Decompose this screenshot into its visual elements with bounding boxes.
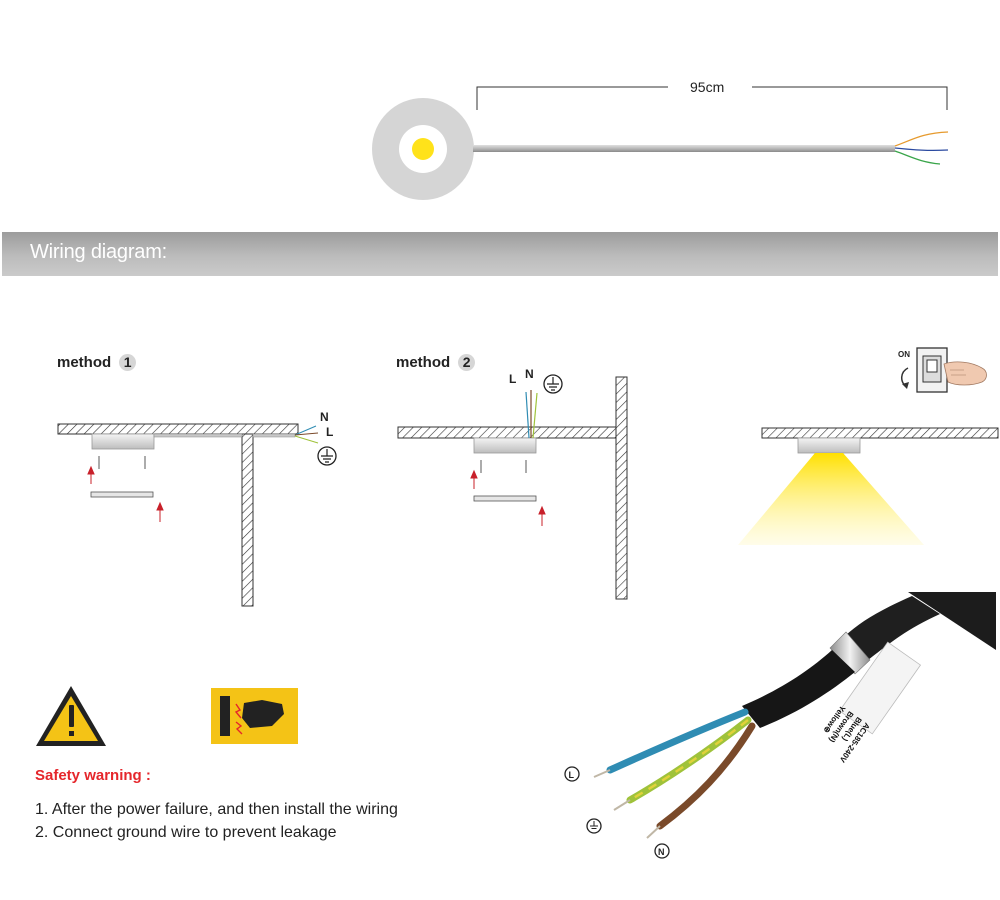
surface-lamp-body: [91, 433, 155, 450]
safety-warning-title: Safety warning :: [35, 767, 151, 784]
safety-instruction-2: 2. Connect ground wire to prevent leakag…: [35, 824, 337, 841]
recessed-lamp-body: [473, 437, 537, 454]
warning-triangle-icon: [36, 686, 106, 746]
section-title: Wiring diagram:: [30, 241, 168, 263]
up-arrow-icon: [538, 505, 546, 526]
method-2-text: method: [396, 354, 451, 371]
method-2-number: 2: [458, 354, 476, 371]
mounting-plate: [473, 495, 537, 502]
ceiling-board: [761, 427, 999, 439]
live-terminal-icon: L: [564, 766, 580, 782]
method-1-text: method: [57, 354, 112, 371]
wire-brown: [656, 722, 756, 830]
length-dimension: [476, 86, 948, 110]
method-1-diagram: N L: [57, 410, 337, 607]
light-beam: [738, 453, 924, 545]
wall-board: [615, 376, 628, 600]
cable-wire-ends: [894, 131, 949, 165]
surface-cable-run-2: [252, 433, 296, 438]
mounting-screws: [480, 460, 527, 473]
neutral-terminal-icon: N: [654, 843, 670, 859]
power-switch-illustration: ON: [898, 347, 987, 393]
method-2-diagram: L N: [397, 367, 628, 600]
lit-lamp-diagram: [738, 427, 999, 545]
section-banner: Wiring diagram:: [2, 232, 998, 276]
switch-on-label: ON: [898, 350, 910, 359]
electric-shock-icon: [211, 688, 298, 744]
wire-blue: [606, 708, 749, 774]
hand-icon: [943, 361, 987, 386]
wall-board: [241, 433, 254, 607]
lamp-body: [797, 437, 861, 454]
power-cable: [473, 145, 895, 152]
ground-icon: [317, 446, 337, 466]
surface-cable-run: [153, 433, 243, 438]
wire-letter-l: L: [509, 372, 516, 386]
wire-letter-n: N: [320, 410, 329, 424]
wire-tails: [525, 390, 538, 439]
wire-letter-l: L: [326, 425, 333, 439]
ceiling-board: [397, 426, 617, 439]
svg-text:N: N: [658, 847, 665, 857]
method-1-label: method 1: [57, 354, 137, 371]
ceiling-board: [57, 423, 299, 435]
mounting-plate: [90, 491, 154, 498]
wire-letter-n: N: [525, 367, 534, 381]
led-chip: [412, 138, 434, 160]
breaker-box: [916, 347, 948, 393]
method-1-number: 1: [119, 354, 137, 371]
method-2-label: method 2: [396, 354, 476, 371]
length-label: 95cm: [690, 79, 725, 95]
up-arrow-icon: [470, 469, 478, 489]
mounting-screws: [98, 456, 146, 469]
safety-instruction-1: 1. After the power failure, and then ins…: [35, 801, 398, 818]
puck-light-top-view: [372, 98, 474, 200]
up-arrow-icon: [87, 465, 95, 484]
wire-tails: [294, 425, 319, 444]
svg-text:L: L: [569, 770, 575, 780]
ground-icon: [543, 374, 563, 394]
up-arrow-icon: [156, 501, 164, 522]
cable-end-photo: AC185-240V Blue(L) Brown(N) Yellow⊕ L N: [564, 592, 996, 859]
ground-terminal-icon: [586, 818, 602, 834]
